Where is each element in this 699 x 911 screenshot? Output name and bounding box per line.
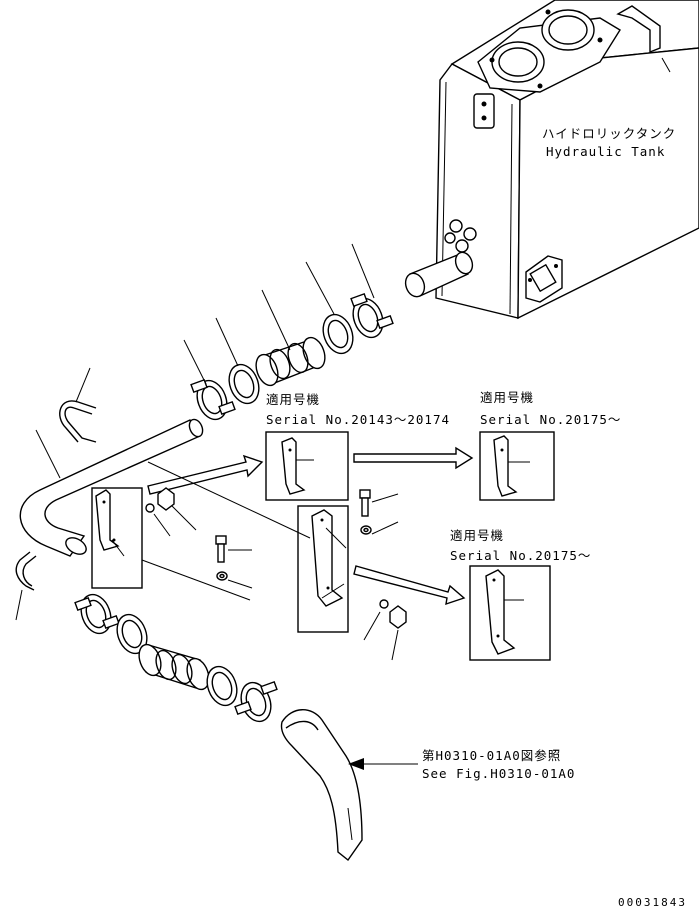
callout-2-serial: Serial No.20175～ xyxy=(480,412,621,427)
tank-label-jp: ハイドロリックタンク xyxy=(542,126,676,141)
reference-arrow xyxy=(348,758,418,770)
lower-curved-pipe xyxy=(280,709,363,862)
nut-small-2 xyxy=(389,605,407,661)
callout-1-label: 適用号機 xyxy=(266,392,320,407)
tank-fittings xyxy=(444,219,477,253)
lower-hose-assembly xyxy=(74,593,278,723)
hose-lower xyxy=(138,643,210,691)
callout-3-serial: Serial No.20175～ xyxy=(450,548,591,563)
u-bolt-lower xyxy=(15,551,37,621)
bolt-small-1 xyxy=(215,535,252,563)
suction-pipe-bent xyxy=(19,418,204,557)
bracket-box-large xyxy=(297,505,349,633)
u-bolt-upper xyxy=(59,367,97,443)
hose-ring-upper-2 xyxy=(228,363,260,405)
washer-small-3 xyxy=(360,521,399,535)
upper-hose-assembly xyxy=(183,243,394,421)
hose-ring-lower-1 xyxy=(116,613,148,655)
drawing-number: 00031843 xyxy=(618,896,687,909)
callout-2-label: 適用号機 xyxy=(480,390,534,405)
washer-small-4 xyxy=(363,599,389,641)
nut-small-1 xyxy=(157,487,197,531)
hose-clamp-upper-1 xyxy=(350,292,394,339)
hose-clamp-lower-1 xyxy=(74,593,120,635)
callout-box-3: 適用号機 Serial No.20175～ xyxy=(450,528,591,661)
callout-box-2: 適用号機 Serial No.20175～ xyxy=(479,390,621,501)
bolt-small-2 xyxy=(359,489,399,517)
washer-small-1 xyxy=(145,503,171,537)
tank-front-bracket xyxy=(473,93,495,129)
hose-ring-upper-1 xyxy=(322,313,354,355)
tank-top-ports xyxy=(477,9,621,93)
reference-label-en: See Fig.H0310-01A0 xyxy=(422,766,575,781)
callout-3-label: 適用号機 xyxy=(450,528,504,543)
callout-box-1: 適用号機 Serial No.20143～20174 xyxy=(265,392,450,501)
hose-upper xyxy=(255,336,326,387)
tank-suction-pipe xyxy=(404,251,474,298)
washer-small-2 xyxy=(216,571,253,589)
tank-label-en: Hydraulic Tank xyxy=(546,144,665,159)
callout-arrow-3 xyxy=(353,565,466,606)
pipe-bracket-box xyxy=(91,487,143,589)
hose-clamp-upper-2 xyxy=(190,378,236,421)
callout-1-serial: Serial No.20143～20174 xyxy=(266,412,450,427)
tank-side-plate xyxy=(525,255,563,303)
hose-ring-lower-2 xyxy=(206,665,238,707)
reference-label-jp: 第H0310-01A0図参照 xyxy=(422,748,561,763)
hydraulic-tank xyxy=(404,0,699,320)
hose-clamp-lower-2 xyxy=(234,680,278,723)
callout-arrow-2 xyxy=(353,446,474,470)
